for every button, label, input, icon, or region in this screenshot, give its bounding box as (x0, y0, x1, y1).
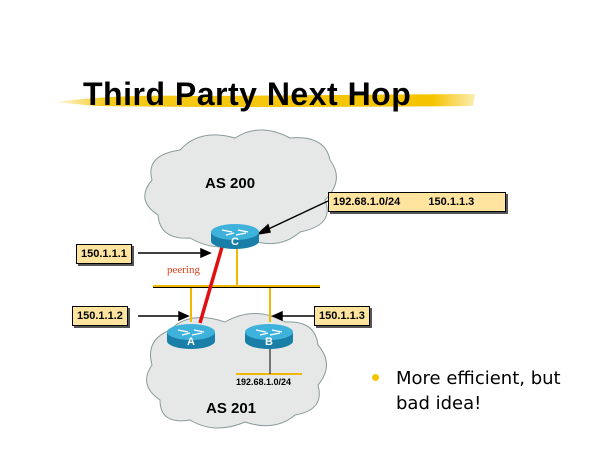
router-c[interactable] (211, 224, 259, 249)
router-c-label: C (231, 236, 239, 248)
bullet-dot-icon (372, 374, 379, 381)
lan-segment-outline (153, 287, 320, 374)
router-b-ip-callout: 150.1.1.3 (314, 306, 370, 326)
as201-label: AS 201 (206, 400, 257, 417)
bullet-item: More efficient, but bad idea! (396, 368, 561, 414)
route-entry-callout: 192.68.1.0/24 150.1.1.3 (328, 192, 506, 212)
peering-label: peering (167, 264, 200, 276)
lan-segment (153, 245, 320, 375)
route-entry-prefix: 192.68.1.0/24 (333, 196, 401, 208)
cloud-as200 (144, 129, 337, 248)
router-a-label: A (187, 336, 195, 348)
subnet-label: 192.68.1.0/24 (236, 377, 292, 387)
title-area: Third Party Next Hop (55, 70, 475, 120)
peering-link (198, 246, 224, 324)
as200-label: AS 200 (205, 175, 256, 192)
arrows (138, 200, 329, 322)
router-b[interactable] (245, 324, 293, 349)
router-a[interactable] (167, 324, 215, 349)
title-brush-stroke (55, 94, 475, 107)
slide-title: Third Party Next Hop (83, 76, 412, 112)
router-c-ip-callout: 150.1.1.1 (76, 244, 132, 264)
router-a-ip-callout: 150.1.1.2 (72, 306, 128, 326)
route-entry-nexthop: 150.1.1.3 (428, 196, 475, 208)
router-b-label: B (265, 336, 273, 348)
